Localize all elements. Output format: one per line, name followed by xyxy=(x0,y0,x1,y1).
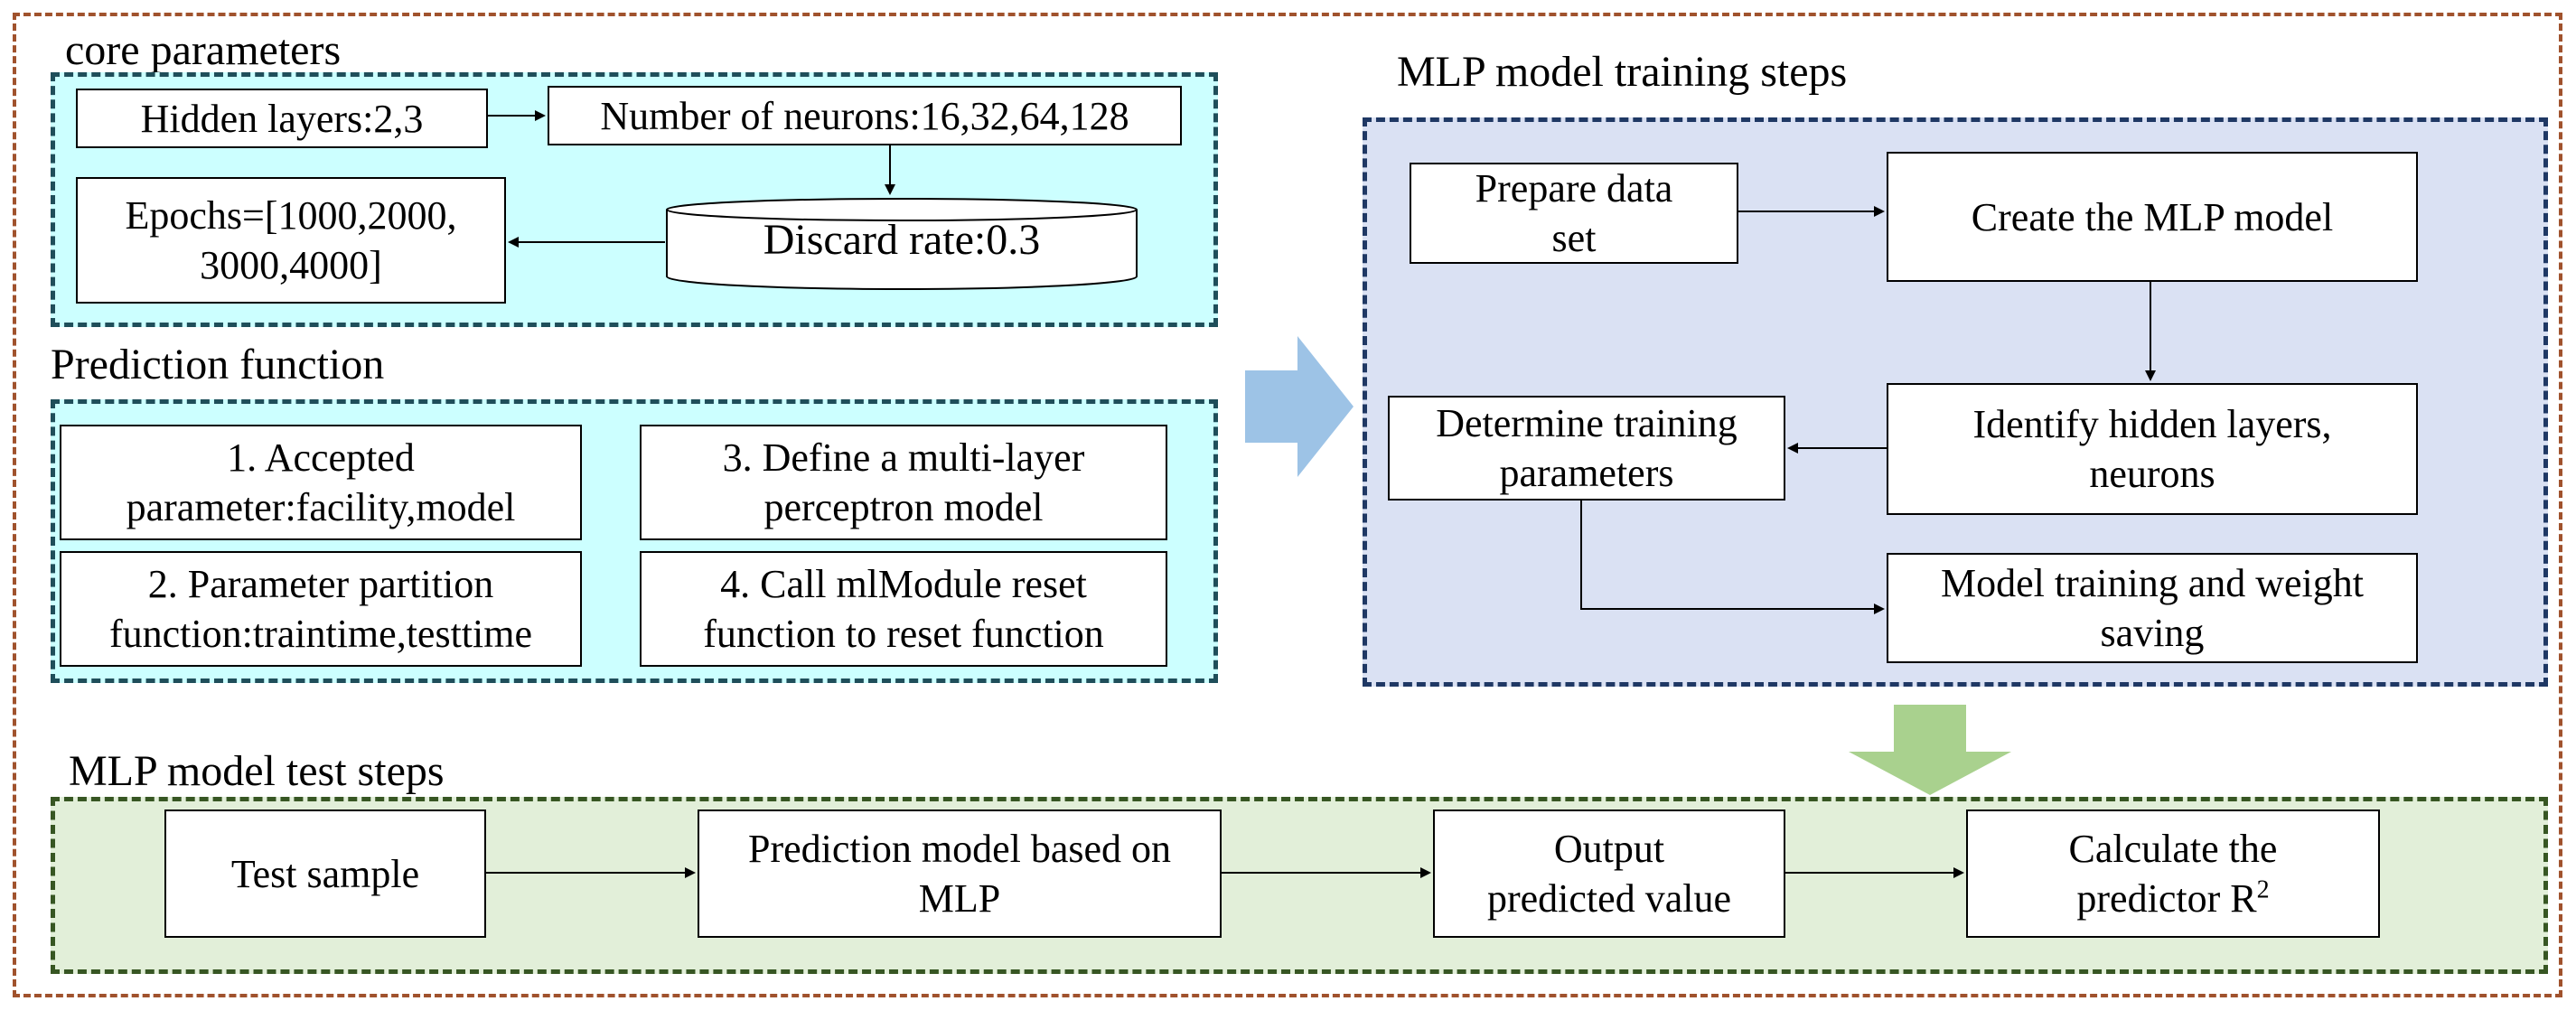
calculate-r2-line2: predictor R2 xyxy=(2076,874,2269,923)
prediction-item-1-label: 1. Accepted parameter:facility,model xyxy=(126,435,516,529)
determine-params-label: Determine training parameters xyxy=(1436,401,1738,495)
prediction-item-2: 2. Parameter partition function:traintim… xyxy=(60,551,582,667)
identify-layers-box: Identify hidden layers, neurons xyxy=(1887,383,2418,515)
hidden-layers-label: Hidden layers:2,3 xyxy=(140,96,424,141)
training-steps-title: MLP model training steps xyxy=(1397,48,1848,96)
discard-rate-label: Discard rate:0.3 xyxy=(763,216,1041,264)
test-steps-title: MLP model test steps xyxy=(69,747,445,795)
prediction-item-3: 3. Define a multi-layer perceptron model xyxy=(640,425,1167,540)
calculate-r2-box: Calculate the predictor R2 xyxy=(1966,809,2380,938)
block-arrow-down xyxy=(1849,705,2011,795)
prediction-model-box: Prediction model based on MLP xyxy=(698,809,1222,938)
prediction-item-4: 4. Call mlModule reset function to reset… xyxy=(640,551,1167,667)
hidden-layers-box: Hidden layers:2,3 xyxy=(76,89,488,148)
arrow-determine-to-training xyxy=(1580,501,1885,614)
create-model-label: Create the MLP model xyxy=(1971,194,2334,239)
determine-params-box: Determine training parameters xyxy=(1388,396,1785,501)
model-training-box: Model training and weight saving xyxy=(1887,553,2418,663)
prediction-item-3-label: 3. Define a multi-layer perceptron model xyxy=(722,435,1085,529)
calculate-r2-text: predictor R xyxy=(2076,876,2257,921)
calculate-r2-line1: Calculate the xyxy=(2068,827,2278,871)
prediction-function-title: Prediction function xyxy=(51,341,385,388)
core-parameters-title: core parameters xyxy=(65,26,342,74)
test-sample-box: Test sample xyxy=(164,809,486,938)
prediction-item-1: 1. Accepted parameter:facility,model xyxy=(60,425,582,540)
prediction-model-label: Prediction model based on MLP xyxy=(747,827,1171,921)
model-training-label: Model training and weight saving xyxy=(1940,561,2364,655)
output-value-label: Output predicted value xyxy=(1487,827,1731,921)
neurons-label: Number of neurons:16,32,64,128 xyxy=(600,93,1129,138)
neurons-box: Number of neurons:16,32,64,128 xyxy=(548,86,1182,145)
output-value-box: Output predicted value xyxy=(1433,809,1785,938)
epochs-box: Epochs=[1000,2000, 3000,4000] xyxy=(76,177,506,304)
epochs-label: Epochs=[1000,2000, 3000,4000] xyxy=(125,193,457,287)
prepare-data-label: Prepare data set xyxy=(1475,166,1673,260)
discard-rate-cylinder xyxy=(666,198,1138,290)
identify-layers-label: Identify hidden layers, neurons xyxy=(1972,402,2332,496)
prepare-data-box: Prepare data set xyxy=(1410,163,1738,264)
prediction-item-4-label: 4. Call mlModule reset function to reset… xyxy=(703,562,1104,656)
prediction-item-2-label: 2. Parameter partition function:traintim… xyxy=(109,562,532,656)
test-sample-label: Test sample xyxy=(230,851,420,896)
block-arrow-right xyxy=(1245,336,1354,477)
outer-frame xyxy=(13,13,2562,997)
calculate-r2-superscript: 2 xyxy=(2256,875,2270,904)
create-model-box: Create the MLP model xyxy=(1887,152,2418,282)
